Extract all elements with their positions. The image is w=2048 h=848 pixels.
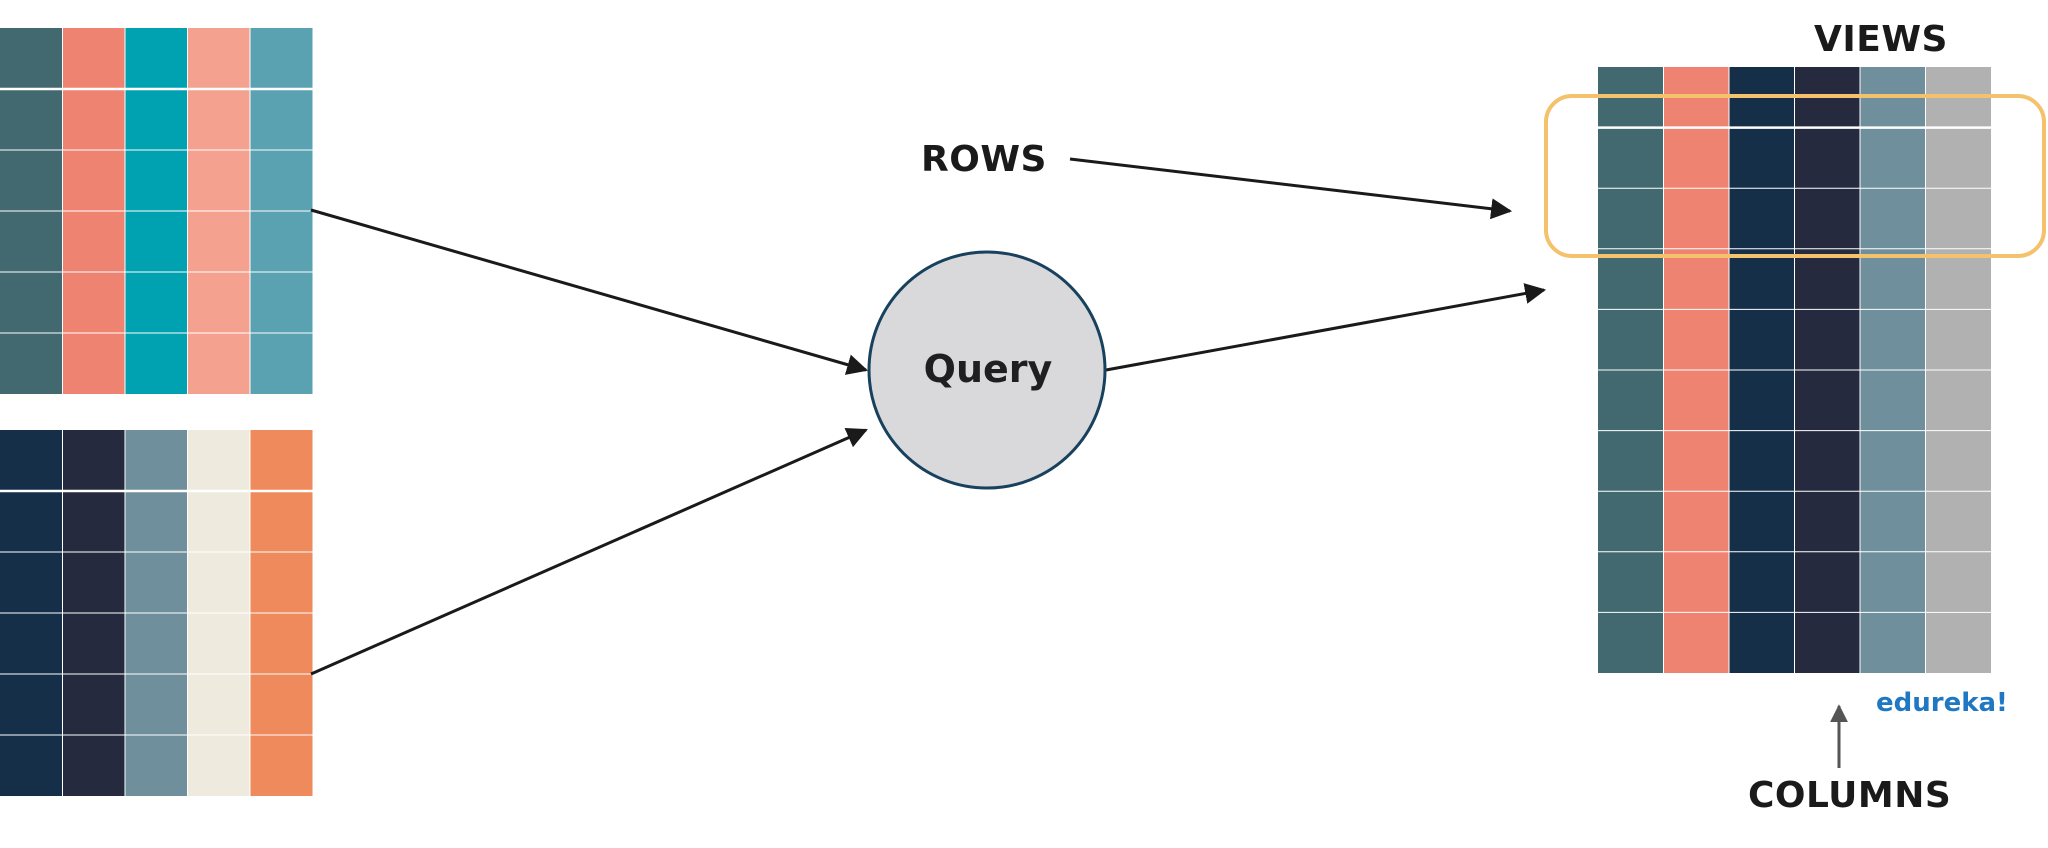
query-label: Query [923, 347, 1053, 391]
rows-label: ROWS [921, 139, 1047, 180]
row-highlight-box [1544, 94, 2046, 258]
arrow-table2-to-query [310, 427, 868, 676]
query-circle [867, 250, 1107, 490]
arrow-query-to-view [1105, 283, 1547, 372]
source-table-2 [0, 430, 313, 796]
source-table-1 [0, 28, 313, 394]
edureka-logo: edureka! [1876, 688, 2008, 718]
views-title: VIEWS [1814, 19, 1948, 60]
arrow-rows-to-view [1069, 157, 1513, 220]
columns-label: COLUMNS [1748, 775, 1952, 816]
arrow-table1-to-query [310, 208, 869, 375]
view-table [1598, 67, 1991, 673]
